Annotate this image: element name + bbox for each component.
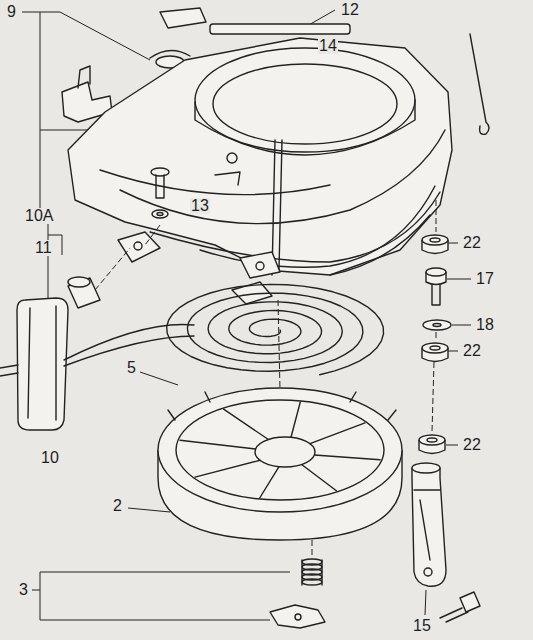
callout-number: 14	[318, 38, 338, 54]
callout-number: 10A	[24, 208, 54, 224]
callout-number: 13	[190, 198, 210, 214]
callout-number: 2	[112, 498, 123, 514]
callout-number: 18	[475, 317, 495, 333]
callout-number: 17	[475, 271, 495, 287]
pawl	[270, 605, 325, 628]
stop-lever	[412, 463, 480, 622]
collar-22	[419, 235, 448, 454]
pawl-spring	[302, 559, 322, 585]
leader-lines	[22, 10, 471, 620]
recoil-spring	[167, 282, 384, 375]
callout-number: 10	[40, 450, 60, 466]
callout-number: 11	[34, 240, 53, 256]
starter-handle	[0, 298, 194, 430]
centre-lines	[95, 200, 436, 556]
bolt-13	[151, 168, 169, 218]
callout-number: 12	[340, 2, 360, 18]
bolt-17	[423, 268, 451, 330]
callout-number: 22	[462, 235, 482, 251]
collar-11	[68, 277, 100, 308]
callout-number: 5	[126, 360, 137, 376]
callout-number: 3	[18, 582, 29, 598]
callout-number: 22	[462, 343, 482, 359]
callout-number: 9	[6, 4, 17, 20]
callout-number: 15	[412, 618, 432, 634]
rope-pulley	[158, 388, 402, 540]
starter-housing	[68, 38, 452, 278]
callout-number: 22	[462, 437, 482, 453]
cable	[210, 24, 350, 34]
